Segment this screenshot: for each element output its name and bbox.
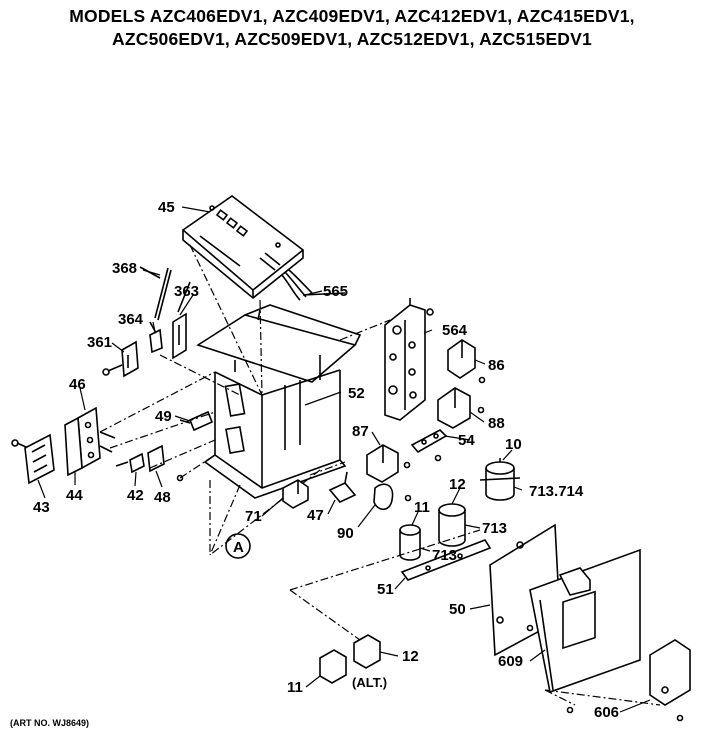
capacitor-part-10 [479, 458, 521, 501]
callout-713-b: 713 [432, 547, 457, 564]
callout-609: 609 [498, 653, 523, 670]
relay-part-87 [366, 444, 411, 483]
callout-42: 42 [127, 487, 144, 504]
callout-361: 361 [87, 334, 112, 351]
label-leader-lines [37, 206, 651, 713]
callout-565: 565 [323, 283, 348, 300]
callout-564: 564 [442, 322, 468, 339]
bracket-part-54 [410, 429, 448, 462]
control-box-chassis [196, 304, 362, 499]
callout-44: 44 [66, 487, 83, 504]
callout-12-capacitor: 12 [449, 476, 466, 493]
callout-86: 86 [488, 357, 505, 374]
switch-parts-361-363-364 [102, 281, 191, 378]
block-part-71 [282, 479, 309, 509]
relay-part-86 [447, 339, 486, 384]
callout-a: A [233, 539, 244, 556]
small-parts-42-48 [115, 444, 184, 482]
callout-713-a: 713 [482, 520, 507, 537]
callout-49: 49 [155, 408, 172, 425]
callout-circle-a [225, 533, 251, 559]
models-title-line-1: MODELS AZC406EDV1, AZC409EDV1, AZC412EDV… [69, 6, 635, 26]
callout-43: 43 [33, 499, 50, 516]
callout-11-relay: 11 [287, 679, 303, 696]
cover-part-606 [566, 639, 691, 722]
control-panel-part-45 [181, 195, 305, 300]
callout-87: 87 [352, 423, 369, 440]
bracket-part-564 [384, 298, 434, 421]
clip-part-49 [179, 410, 214, 432]
callout-alt: (ALT.) [352, 675, 387, 690]
relay-part-88 [437, 387, 485, 429]
callout-71: 71 [245, 508, 262, 525]
art-number: (ART NO. WJ8649) [10, 718, 90, 728]
callout-363: 363 [174, 283, 199, 300]
callout-50: 50 [449, 601, 466, 618]
panel-part-609 [529, 548, 641, 694]
bracket-part-47 [328, 471, 357, 503]
models-title-line-2: AZC506EDV1, AZC509EDV1, AZC512EDV1, AZC5… [112, 29, 592, 49]
sensor-part-90 [373, 483, 412, 511]
bracket-part-51 [400, 539, 492, 581]
callout-11-capacitor: 11 [414, 499, 430, 516]
terminal-board-parts-43-44-46 [11, 406, 116, 485]
callout-46: 46 [69, 376, 86, 393]
callout-54: 54 [458, 432, 475, 449]
callout-12-relay: 12 [402, 648, 419, 665]
callout-88: 88 [488, 415, 505, 432]
callout-10: 10 [505, 436, 522, 453]
callout-90: 90 [337, 525, 354, 542]
callout-51: 51 [377, 581, 394, 598]
callout-368: 368 [112, 260, 137, 277]
leader-lines-dashed [99, 244, 661, 706]
callout-52: 52 [348, 385, 365, 402]
wire-harness-part-565 [281, 269, 346, 301]
callout-606: 606 [594, 704, 619, 721]
callout-364: 364 [118, 311, 144, 328]
bracket-part-368 [139, 266, 172, 321]
callout-45: 45 [158, 199, 175, 216]
callout-713-714: 713.714 [529, 483, 584, 500]
callout-47: 47 [307, 507, 324, 524]
capacitor-part-11 [399, 524, 421, 561]
callout-48: 48 [154, 489, 171, 506]
capacitor-part-12 [438, 503, 466, 547]
